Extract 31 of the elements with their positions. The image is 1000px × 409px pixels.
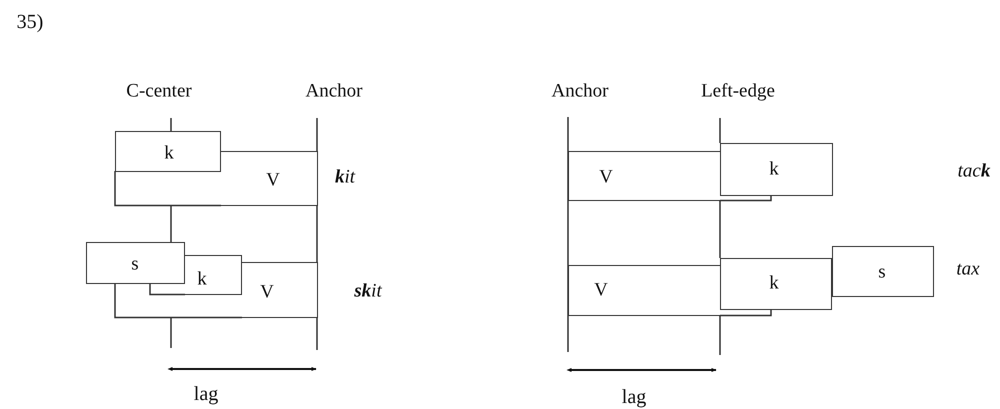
gesture-box: [115, 131, 221, 172]
figure-number: 35): [16, 11, 44, 33]
gesture-box: [720, 143, 833, 196]
gesture-box: [720, 258, 832, 310]
gesture-box: [86, 242, 185, 284]
word-label: tack: [958, 162, 990, 182]
word-label: tax: [956, 260, 980, 280]
dimension-label: lag: [194, 383, 218, 405]
gesture-box: [568, 265, 720, 316]
gesture-box: [832, 246, 934, 297]
axis-heading: Anchor: [552, 82, 608, 102]
segment-label: s: [131, 254, 139, 274]
word-label: skit: [354, 282, 382, 302]
word-label: kit: [334, 168, 356, 188]
gesture-box: [185, 255, 242, 295]
gesture-box: [221, 151, 318, 206]
dimension-label: lag: [622, 386, 646, 408]
segment-label: k: [164, 144, 174, 162]
segment-label: k: [769, 274, 779, 292]
axis-heading: C-center: [126, 82, 192, 102]
segment-label: k: [197, 270, 207, 288]
gesture-box: [568, 151, 720, 201]
segment-label: s: [878, 262, 886, 282]
axis-heading: Anchor: [306, 82, 362, 102]
axis-heading: Left-edge: [701, 82, 775, 102]
segment-label: V: [594, 280, 608, 300]
segment-label: V: [599, 168, 613, 186]
gesture-box: [242, 262, 318, 318]
segment-label: k: [769, 160, 779, 178]
segment-label: V: [266, 170, 280, 190]
segment-label: V: [260, 282, 274, 302]
